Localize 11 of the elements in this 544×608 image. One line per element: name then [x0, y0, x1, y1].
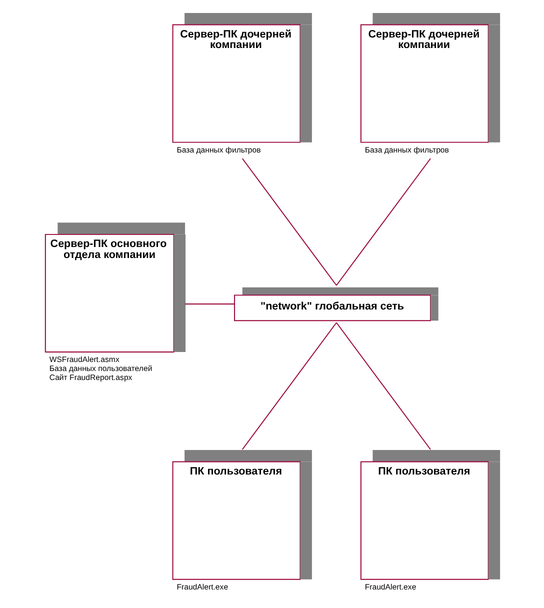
connector: [241, 322, 336, 450]
node-label: FraudAlert.exe: [364, 582, 416, 592]
connector: [335, 158, 430, 286]
connector: [335, 322, 430, 450]
node-label: База данных пользователей: [48, 364, 152, 374]
connector: [241, 158, 336, 286]
node-label: База данных фильтров: [364, 146, 448, 155]
node-label: WSFraudAlert.asmx: [48, 355, 119, 364]
node-label: FraudAlert.exe: [176, 582, 228, 592]
node-label: База данных фильтров: [176, 146, 260, 155]
node-label: Сайт FraudReport.aspx: [48, 372, 132, 382]
